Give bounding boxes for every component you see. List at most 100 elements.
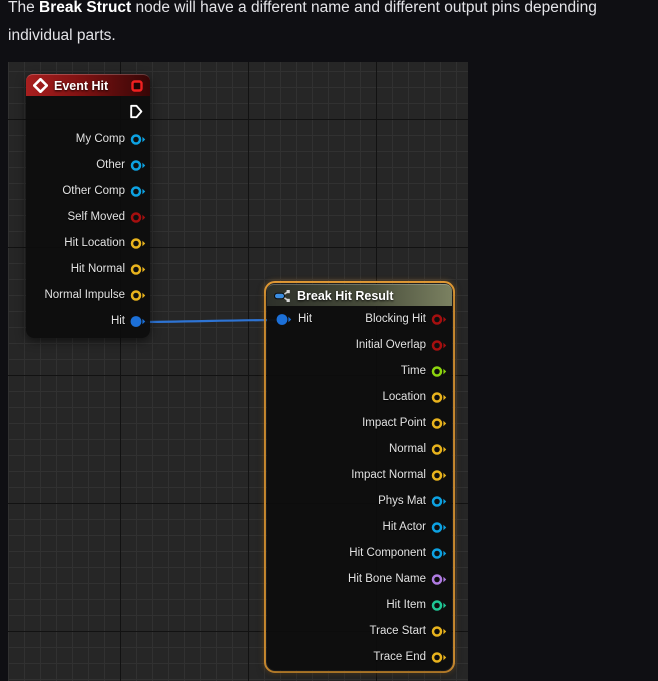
exec-pin-row [26, 96, 150, 126]
pin-initial-overlap[interactable] [431, 339, 447, 352]
pin-icon [431, 599, 447, 611]
output-pin-group: Hit Actor [383, 521, 447, 534]
pin-hit-location[interactable] [130, 237, 146, 250]
pin-label: Hit Component [349, 547, 426, 559]
pin-icon [431, 313, 447, 325]
pin-row: Trace End [267, 644, 452, 670]
pin-icon [431, 495, 447, 507]
pin-icon [431, 521, 447, 533]
pin-row: Impact Point [267, 410, 452, 436]
output-pin-group: Hit Bone Name [348, 573, 447, 586]
pin-label: Hit Actor [382, 521, 426, 533]
pin-hit[interactable] [130, 315, 146, 328]
pin-label: Time [400, 365, 426, 377]
pin-icon [130, 263, 146, 275]
pin-icon [431, 573, 447, 585]
pin-hit-item[interactable] [431, 599, 447, 612]
pin-icon [130, 133, 146, 145]
pin-trace-start[interactable] [431, 625, 447, 638]
pin-label: Hit Normal [70, 263, 125, 275]
output-pin-group: Hit Component [349, 547, 447, 560]
pin-label: Impact Normal [351, 469, 426, 481]
pin-label: Self Moved [67, 211, 125, 223]
paragraph-bold-text: Break Struct [39, 0, 132, 16]
node-title: Break Hit Result [297, 288, 394, 303]
pin-icon [130, 159, 146, 171]
pin-trace-end[interactable] [431, 651, 447, 664]
pin-icon [431, 651, 447, 663]
pin-row: Hit Location [26, 230, 150, 256]
pin-row: Normal Impulse [26, 282, 150, 308]
output-pin-group: Blocking Hit [365, 313, 447, 326]
pin-row: My Comp [26, 126, 150, 152]
output-pin-group: Location [383, 391, 447, 404]
pin-label: Phys Mat [378, 495, 426, 507]
pin-label: Hit Item [386, 599, 426, 611]
pin-label: Trace Start [369, 625, 426, 637]
pin-row: Hit [26, 308, 150, 334]
event-box-icon[interactable] [131, 79, 143, 92]
pin-hit-bone-name[interactable] [431, 573, 447, 586]
pin-label: Location [382, 391, 426, 403]
pin-icon [431, 547, 447, 559]
pin-hit-actor[interactable] [431, 521, 447, 534]
pin-label: Impact Point [362, 417, 426, 429]
pin-icon [130, 289, 146, 301]
pin-icon [130, 185, 146, 197]
pin-label: Other Comp [62, 185, 125, 197]
pin-row: Normal [267, 436, 452, 462]
pin-time[interactable] [431, 365, 447, 378]
pin-row: Hit Item [267, 592, 452, 618]
pin-icon [431, 469, 447, 481]
pin-my-comp[interactable] [130, 133, 146, 146]
pin-row: Hit Actor [267, 514, 452, 540]
pin-phys-mat[interactable] [431, 495, 447, 508]
output-pin-group: Normal [389, 443, 447, 456]
node-event-hit-header[interactable]: Event Hit [26, 74, 150, 96]
pin-row: Phys Mat [267, 488, 452, 514]
pin-location[interactable] [431, 391, 447, 404]
pin-row: Hit Normal [26, 256, 150, 282]
node-title: Event Hit [54, 78, 109, 93]
pin-row: Location [267, 384, 452, 410]
pin-row: Hit Bone Name [267, 566, 452, 592]
paragraph-text: node will have a different name and diff… [131, 0, 597, 16]
output-pin-group: Trace Start [370, 625, 447, 638]
pin-row: Other [26, 152, 150, 178]
pin-impact-point[interactable] [431, 417, 447, 430]
pin-row: Self Moved [26, 204, 150, 230]
paragraph-text: The [8, 0, 40, 16]
pin-icon [276, 313, 292, 325]
input-pin-group: Hit [276, 313, 312, 326]
exec-pin-icon[interactable] [129, 104, 143, 119]
pin-normal[interactable] [431, 443, 447, 456]
output-pin-group: Phys Mat [378, 495, 447, 508]
pin-icon [130, 315, 146, 327]
event-diamond-icon [33, 78, 48, 93]
pin-blocking-hit[interactable] [431, 313, 447, 326]
output-pin-group: Hit Item [386, 599, 447, 612]
pin-row: Impact Normal [267, 462, 452, 488]
pin-icon [130, 211, 146, 223]
pin-hit[interactable] [276, 313, 292, 326]
pin-other-comp[interactable] [130, 185, 146, 198]
pin-hit-component[interactable] [431, 547, 447, 560]
pin-row: Hit Component [267, 540, 452, 566]
pin-impact-normal[interactable] [431, 469, 447, 482]
pin-label: Normal Impulse [44, 289, 125, 301]
pin-self-moved[interactable] [130, 211, 146, 224]
pin-row: Time [267, 358, 452, 384]
pin-label: Blocking Hit [365, 313, 426, 325]
pin-normal-impulse[interactable] [130, 289, 146, 302]
pin-other[interactable] [130, 159, 146, 172]
pin-hit-normal[interactable] [130, 263, 146, 276]
pin-icon [431, 391, 447, 403]
node-break-hit-result-header[interactable]: Break Hit Result [267, 284, 452, 306]
